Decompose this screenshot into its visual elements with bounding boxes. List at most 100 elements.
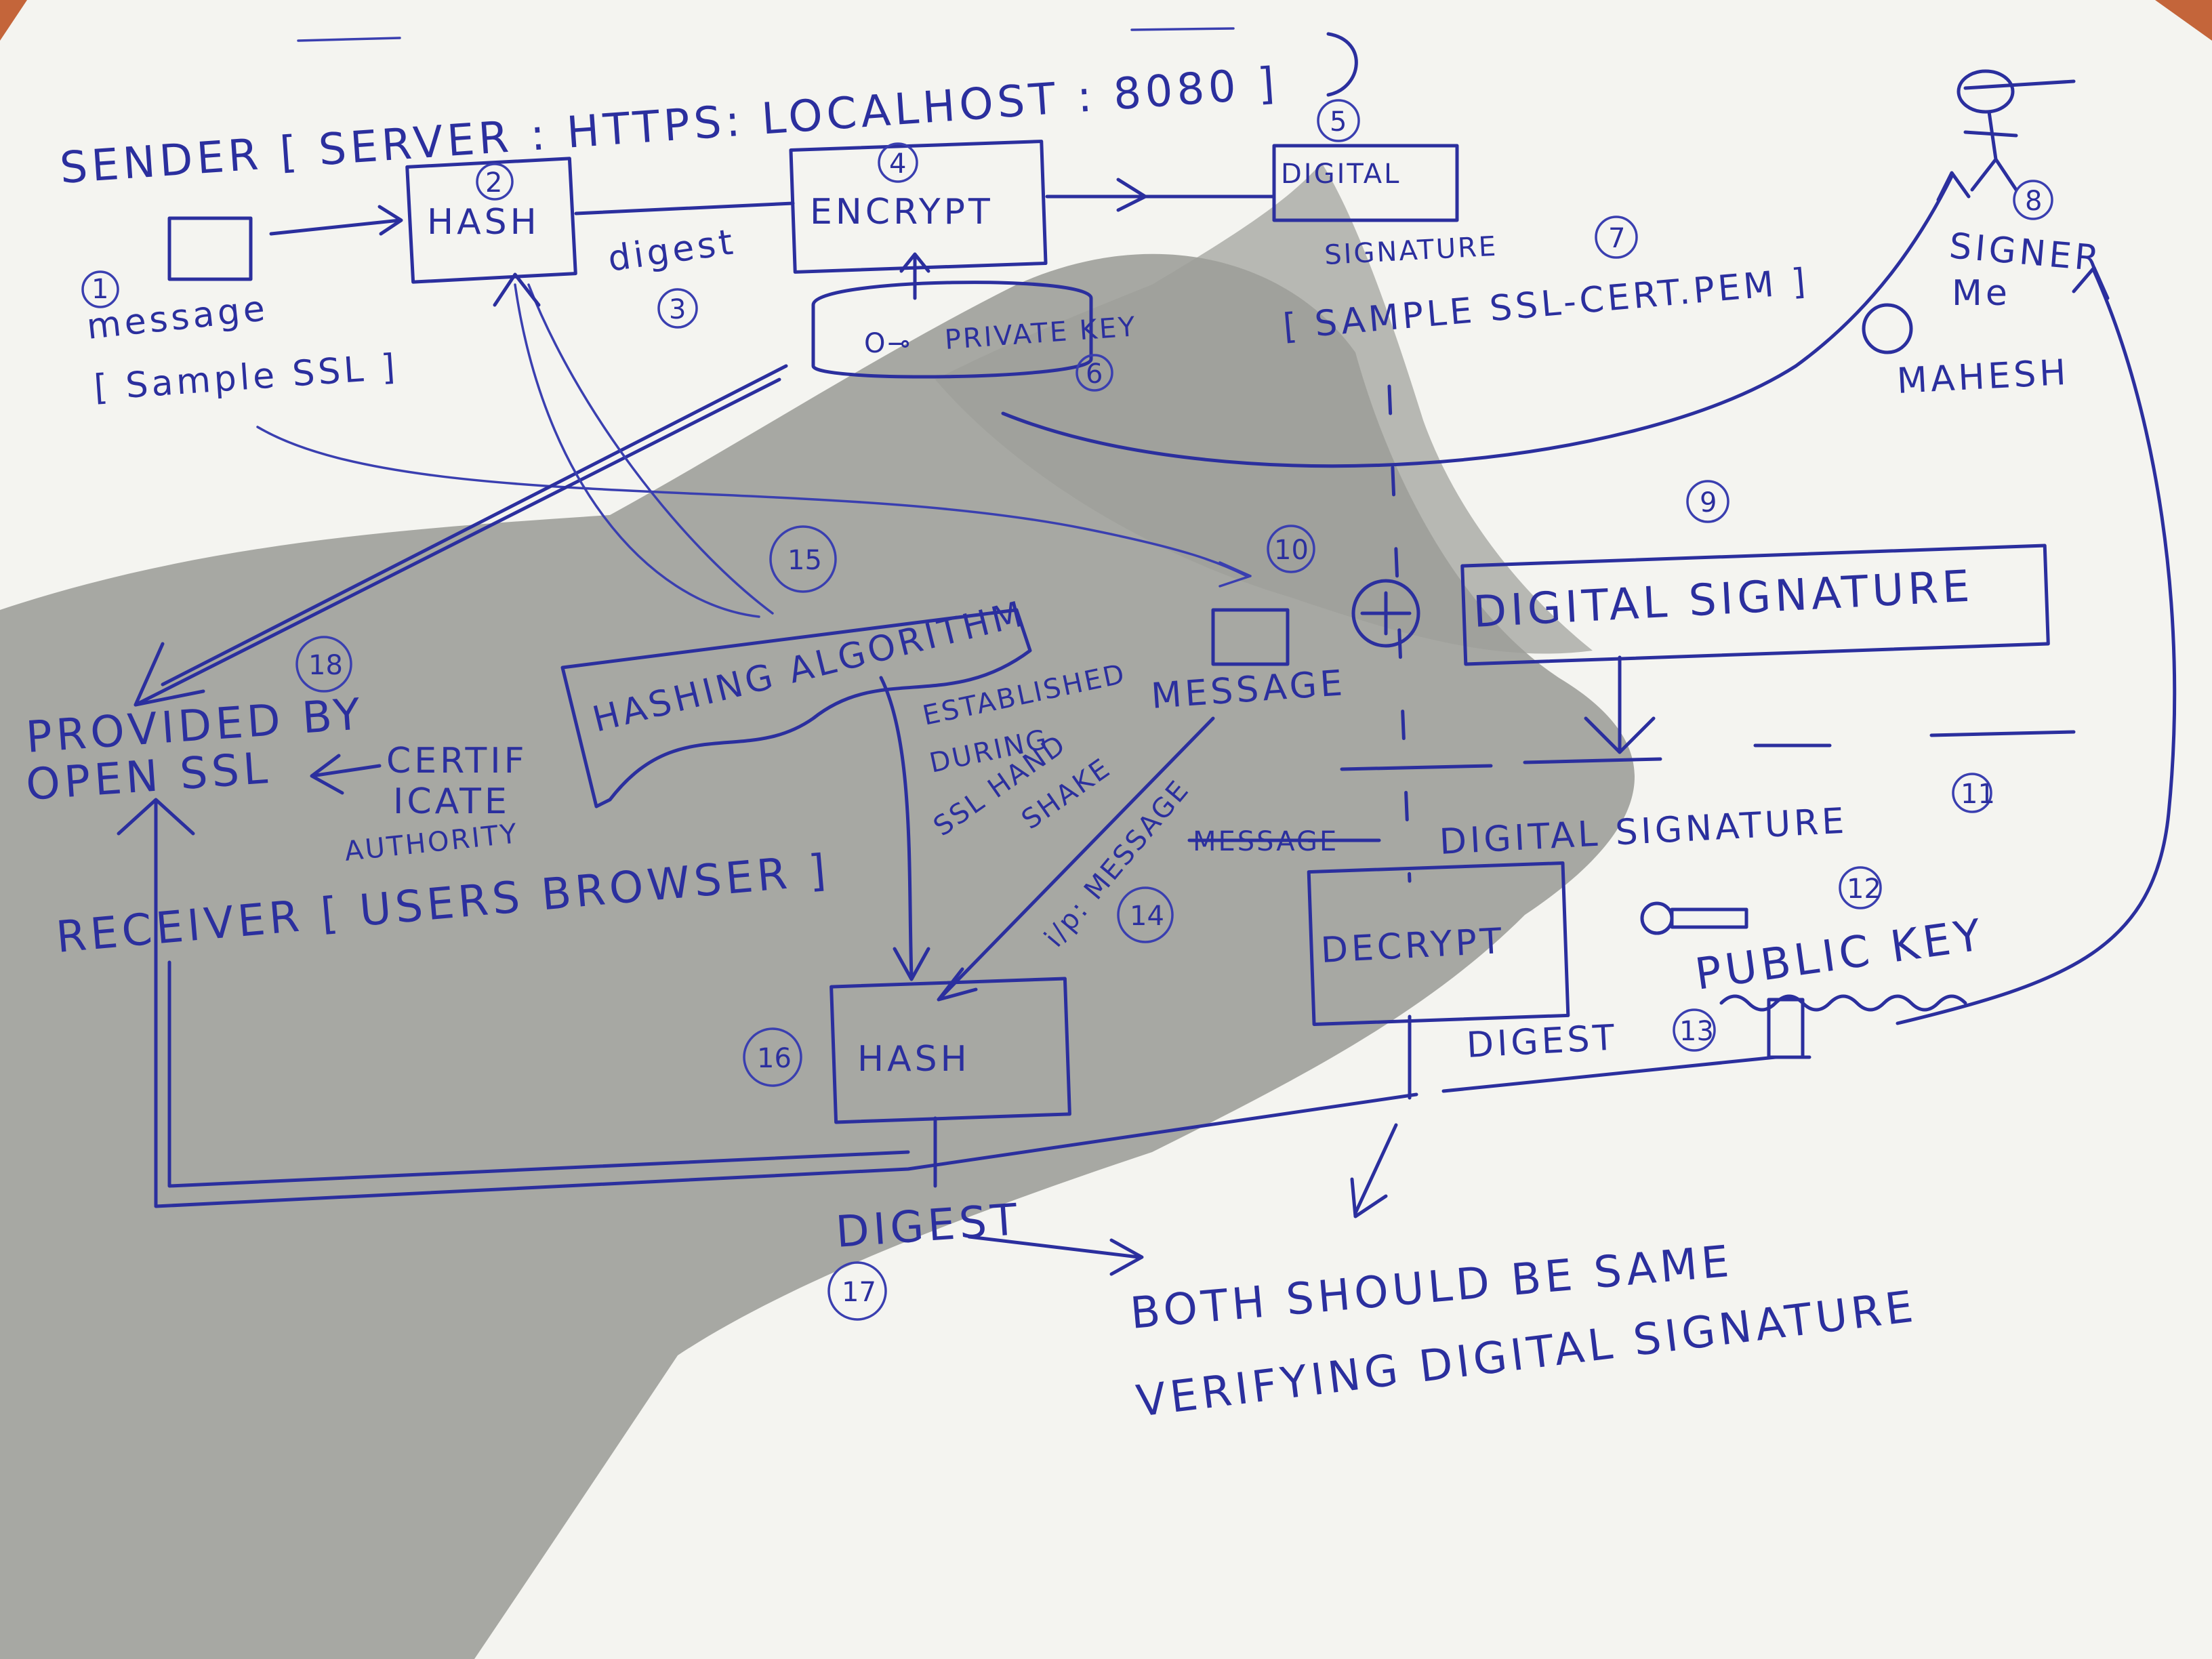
curve-message-to-receiver — [256, 426, 1248, 577]
line-private-to-openssl-2 — [134, 377, 781, 707]
step-3-circle — [657, 288, 698, 329]
step-18: 18 — [308, 650, 343, 681]
arrowhead-digest-to-conclusion — [1109, 1238, 1144, 1276]
photo-shadow — [0, 253, 1635, 1659]
binder-mark-right — [1130, 27, 1235, 31]
curve-publickey-to-signer — [1896, 269, 2177, 1025]
arrowhead-algorithm-to-hash — [493, 272, 541, 307]
arrowhead-encrypt-to-digital — [1116, 178, 1147, 212]
ca-line2: ICATE — [393, 781, 510, 822]
line-message-to-hash — [940, 716, 1215, 998]
digest-upper-label: DIGEST — [1466, 1017, 1619, 1066]
binder-mark-left — [297, 37, 401, 42]
loop-line-outer — [154, 801, 1418, 1208]
hash-box — [405, 157, 577, 284]
arrow-decrypt-to-conclusion — [1353, 1123, 1398, 1215]
split-line-1 — [1340, 764, 1493, 771]
step-14-circle — [1117, 886, 1174, 943]
arrowhead-publickey-to-signer — [2072, 266, 2110, 300]
receiver-hash-label: HASH — [857, 1039, 970, 1080]
arrowhead-algorithm-to-hash2 — [893, 947, 930, 981]
digital-label: DIGITAL — [1281, 159, 1401, 190]
receiver-hash-box — [830, 977, 1071, 1124]
arrow-digest-to-conclusion — [967, 1235, 1141, 1259]
digital-signature-box — [1460, 544, 2050, 666]
hash-label: HASH — [427, 202, 540, 243]
arrow-hash-to-encrypt — [574, 201, 795, 216]
step-10-circle — [1267, 525, 1315, 573]
encrypt-label: ENCRYPT — [810, 192, 994, 232]
step-14: 14 — [1130, 901, 1164, 932]
step-11: 11 — [1961, 779, 1995, 810]
curve-algorithm-to-hash2 — [879, 676, 914, 978]
loop-line-inner — [167, 960, 910, 1188]
step-4: 4 — [889, 148, 906, 180]
step-7: 7 — [1608, 223, 1625, 254]
step-10: 10 — [1274, 535, 1309, 566]
arrowhead-key-to-encrypt — [899, 252, 930, 273]
step-5: 5 — [1330, 106, 1347, 138]
decrypt-label: DECRYPT — [1320, 921, 1507, 971]
step-6: 6 — [1086, 359, 1103, 390]
step-16-circle — [743, 1027, 802, 1087]
arrowhead-loop-up — [117, 798, 195, 836]
step-8-circle — [2013, 180, 2053, 220]
message-doc-icon — [167, 216, 253, 281]
step-2-circle — [476, 163, 514, 201]
step-12-circle — [1839, 866, 1882, 909]
signer-body — [1963, 110, 2018, 192]
digest-connector-line — [1441, 1055, 1778, 1093]
arrowhead-curve-message — [1218, 561, 1252, 588]
step-1: 1 — [91, 274, 108, 305]
arrowhead-to-signer — [1936, 171, 1971, 202]
decrypt-box — [1307, 861, 1570, 1026]
step-6-circle — [1076, 354, 1113, 392]
public-key-underline-wave — [1719, 994, 1967, 1012]
private-key-icon: O⊸ — [864, 328, 912, 359]
step-18-circle — [295, 636, 352, 693]
step-7-circle — [1595, 216, 1638, 259]
line-private-to-openssl-1 — [161, 364, 788, 687]
receiver-message-doc — [1211, 608, 1290, 666]
step-9: 9 — [1700, 487, 1717, 518]
step-15: 15 — [787, 545, 822, 576]
plus-circle — [1351, 579, 1420, 648]
digital-doc-box — [1272, 144, 1459, 222]
step-9-circle — [1686, 480, 1729, 523]
public-key-icon-shaft — [1670, 907, 1748, 929]
step-3: 3 — [669, 294, 686, 325]
signer-me-label: Me — [1952, 273, 2011, 314]
step-2: 2 — [485, 167, 502, 199]
arrowhead-message-to-hash2 — [937, 967, 978, 1002]
step-17-circle — [827, 1261, 887, 1321]
hashing-algorithm-cloud — [560, 608, 1032, 808]
step-1-circle — [81, 270, 119, 308]
ca-line1: CERTIF — [386, 741, 528, 781]
step-8: 8 — [2025, 186, 2042, 217]
split-line-2 — [1523, 757, 1662, 764]
step-12: 12 — [1847, 874, 1881, 905]
private-key-cylinder — [811, 281, 1093, 379]
photo-shadow-upper — [935, 163, 1593, 654]
arrowhead-to-openssl — [134, 642, 205, 707]
arrow-ca-to-openssl — [310, 754, 382, 795]
public-key-connector — [1767, 998, 1811, 1059]
step-11-circle — [1952, 773, 1992, 813]
step-13: 13 — [1679, 1016, 1714, 1047]
split-line-4 — [1929, 730, 2076, 737]
curve-algorithm-to-hash-a — [527, 283, 774, 615]
arrowhead-message-to-hash — [377, 205, 403, 236]
step-13-circle — [1673, 1008, 1716, 1052]
signer-name: MAHESH — [1896, 352, 2070, 402]
step-16: 16 — [757, 1043, 792, 1074]
step-15-circle — [769, 525, 837, 593]
step-4-circle — [878, 142, 918, 183]
dashed-divider — [1387, 384, 1412, 883]
curve-algorithm-to-hash-b — [514, 283, 760, 618]
step-17: 17 — [842, 1277, 876, 1308]
arrow-message-to-hash — [269, 218, 402, 236]
arrowhead-box-to-signature — [1584, 716, 1656, 754]
signer-hat — [1963, 79, 2076, 90]
